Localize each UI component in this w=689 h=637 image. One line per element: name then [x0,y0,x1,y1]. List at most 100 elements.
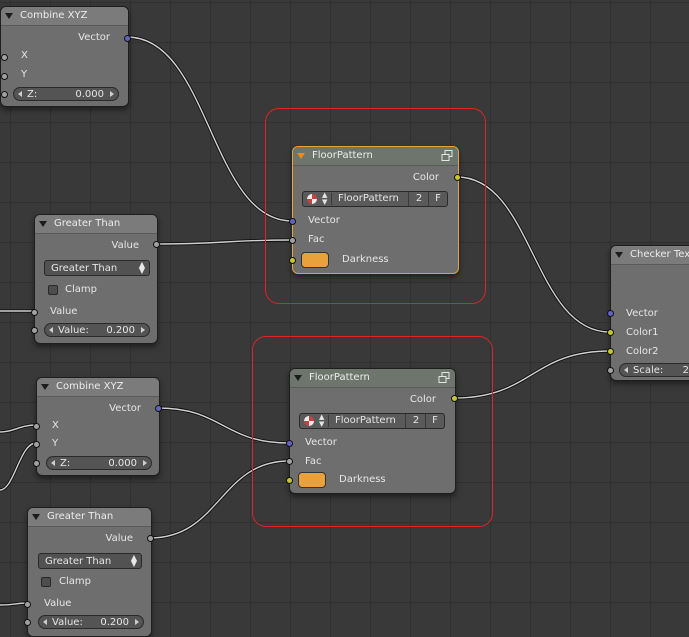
input-label-vector: Vector [626,308,658,319]
datablock-name[interactable]: FloorPattern [328,415,406,427]
datablock-name[interactable]: FloorPattern [331,193,409,205]
collapse-triangle-icon[interactable] [39,221,47,227]
input-socket-y[interactable] [33,441,40,448]
input-socket-z[interactable] [1,91,8,98]
frame-bottom [252,336,493,527]
collapse-triangle-icon[interactable] [294,375,302,381]
scale-number-field[interactable]: Scale: 2 [619,363,689,377]
decrement-arrow-icon[interactable] [51,460,55,466]
user-count[interactable]: 2 [405,414,426,428]
node-title: Combine XYZ [20,10,88,21]
input-socket-x[interactable] [33,423,40,430]
input-socket-vector[interactable] [286,440,293,447]
input-socket-fac[interactable] [289,237,296,244]
input-socket-vector[interactable] [289,218,296,225]
input-socket-color1[interactable] [607,329,614,336]
input-label-color1: Color1 [626,327,659,338]
node-checker-texture[interactable]: Checker Tex Vector Color1 Color2 Scale: … [607,245,689,381]
input-socket-value-2[interactable] [24,619,31,626]
clamp-label[interactable]: Clamp [65,284,97,295]
input-socket-scale[interactable] [607,367,614,374]
z-number-field[interactable]: Z: 0.000 [13,87,119,101]
input-socket-value-1[interactable] [24,601,31,608]
input-socket-y[interactable] [1,73,8,80]
input-socket-darkness[interactable] [286,477,293,484]
value-label: Value: [58,325,89,336]
input-socket-value-2[interactable] [31,327,38,334]
increment-arrow-icon[interactable] [110,91,114,97]
input-socket-fac[interactable] [286,458,293,465]
fake-user-toggle[interactable]: F [428,192,447,206]
node-greater-than-bottom[interactable]: Greater Than Value Greater Than ▲▼ Clamp… [24,507,154,637]
decrement-arrow-icon[interactable] [49,327,53,333]
operation-dropdown[interactable]: Greater Than ▲▼ [38,553,142,569]
input-label-fac: Fac [308,234,325,245]
browse-arrows-icon[interactable]: ▲▼ [322,191,328,206]
decrement-arrow-icon[interactable] [18,91,22,97]
increment-arrow-icon[interactable] [143,460,147,466]
darkness-color-swatch[interactable] [301,252,329,268]
collapse-triangle-icon[interactable] [297,153,305,159]
input-label-fac: Fac [305,456,322,467]
input-socket-z[interactable] [33,460,40,467]
decrement-arrow-icon[interactable] [624,367,628,373]
node-header[interactable]: FloorPattern [290,369,455,388]
operation-dropdown[interactable]: Greater Than ▲▼ [44,260,150,276]
input-socket-value-1[interactable] [31,309,38,316]
node-combine-xyz-top[interactable]: Combine XYZ Vector X Y Z: 0.000 [0,6,131,107]
value-value: 0.200 [100,617,129,628]
node-title: Greater Than [54,218,121,229]
node-header[interactable]: Combine XYZ [37,378,159,397]
input-socket-color2[interactable] [607,348,614,355]
input-socket-vector[interactable] [607,310,614,317]
increment-arrow-icon[interactable] [141,327,145,333]
input-label-vector: Vector [305,437,337,448]
node-floor-pattern-top[interactable]: FloorPattern Color ▲▼ FloorPattern 2 F V… [289,146,461,274]
node-header[interactable]: Greater Than [35,215,157,234]
decrement-arrow-icon[interactable] [43,619,47,625]
output-label-vector: Vector [109,403,141,414]
browse-arrows-icon[interactable]: ▲▼ [319,413,325,428]
clamp-checkbox[interactable] [48,285,58,295]
node-greater-than-top[interactable]: Greater Than Value Greater Than ▲▼ Clamp… [31,214,160,344]
node-header[interactable]: Checker Tex [611,246,689,265]
collapse-triangle-icon[interactable] [615,252,623,258]
darkness-color-swatch[interactable] [298,472,326,488]
value-number-field[interactable]: Value: 0.200 [44,323,150,337]
collapse-triangle-icon[interactable] [41,384,49,390]
output-socket-color[interactable] [454,174,461,181]
user-count[interactable]: 2 [408,192,429,206]
node-header[interactable]: Combine XYZ [1,7,128,26]
node-combine-xyz-bottom[interactable]: Combine XYZ Vector X Y Z: 0.000 [33,377,162,476]
clamp-checkbox[interactable] [41,577,51,587]
node-tree-icon[interactable] [304,416,314,426]
input-socket-darkness[interactable] [289,257,296,264]
node-header[interactable]: Greater Than [28,508,151,527]
fake-user-toggle[interactable]: F [425,414,444,428]
z-number-field[interactable]: Z: 0.000 [46,456,152,470]
output-socket-vector[interactable] [155,405,162,412]
collapse-triangle-icon[interactable] [32,514,40,520]
group-datablock-selector[interactable]: ▲▼ FloorPattern 2 F [302,191,448,207]
output-socket-vector[interactable] [124,35,131,42]
input-label-value: Value [50,306,78,317]
link-offscreen-to-combine2-y [0,442,37,491]
collapse-triangle-icon[interactable] [5,13,13,19]
node-floor-pattern-bottom[interactable]: FloorPattern Color ▲▼ FloorPattern 2 F V… [286,368,458,494]
clamp-label[interactable]: Clamp [59,576,91,587]
value-number-field[interactable]: Value: 0.200 [38,615,144,629]
node-header[interactable]: FloorPattern [293,147,458,166]
output-socket-value[interactable] [147,535,154,542]
input-socket-x[interactable] [1,54,8,61]
output-socket-color[interactable] [451,395,458,402]
link-offscreen-to-greater2 [0,602,28,606]
node-tree-icon[interactable] [307,194,317,204]
node-group-icon[interactable] [441,150,453,161]
group-datablock-selector[interactable]: ▲▼ FloorPattern 2 F [299,413,445,429]
output-socket-value[interactable] [153,241,160,248]
increment-arrow-icon[interactable] [135,619,139,625]
input-label-vector: Vector [308,215,340,226]
node-group-icon[interactable] [438,372,450,383]
output-label-color: Color [412,172,439,183]
node-title: Checker Tex [630,249,689,260]
